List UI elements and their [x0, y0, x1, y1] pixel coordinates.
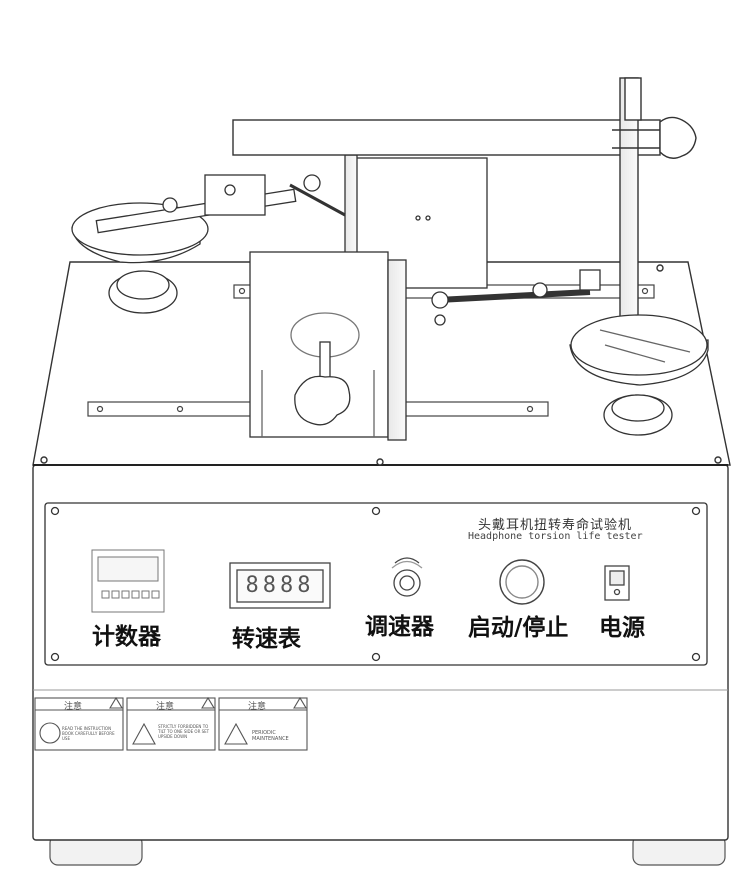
warning-3-heading: 注意	[248, 702, 267, 712]
panel-title-en: Headphone torsion life tester	[468, 531, 643, 542]
warning-labels	[34, 696, 308, 751]
warning-2-heading: 注意	[156, 702, 175, 712]
start-stop-label: 启动/停止	[468, 615, 569, 641]
warning-3-text: PERIODIC MAINTENANCE	[252, 730, 289, 742]
tachometer-display: 8888	[245, 573, 315, 598]
warning-1-text: READ THE INSTRUCTION BOOK CAREFULLY BEFO…	[62, 726, 115, 741]
front-fixture	[249, 251, 407, 441]
start-stop-button[interactable]	[499, 559, 545, 605]
power-switch[interactable]	[604, 565, 630, 601]
control-panel	[44, 502, 708, 666]
speed-knob[interactable]	[391, 557, 423, 597]
counter-device	[91, 549, 165, 613]
power-label: 电源	[599, 615, 645, 641]
tachometer-device	[229, 562, 331, 609]
speed-regulator-label: 调速器	[365, 614, 434, 640]
warning-1-heading: 注意	[64, 702, 83, 712]
machine-feet	[49, 834, 726, 866]
linkage-arm	[431, 269, 601, 326]
panel-title-cn: 头戴耳机扭转寿命试验机	[478, 518, 633, 533]
counter-label: 计数器	[92, 624, 161, 650]
top-bar	[232, 77, 697, 359]
left-rotary-disc	[71, 174, 346, 314]
warning-2-text: STRICTLY FORBIDDEN TO TILT TO ONE SIDE O…	[158, 724, 210, 739]
tachometer-label: 转速表	[232, 626, 301, 652]
right-rotary-disc	[569, 314, 709, 436]
